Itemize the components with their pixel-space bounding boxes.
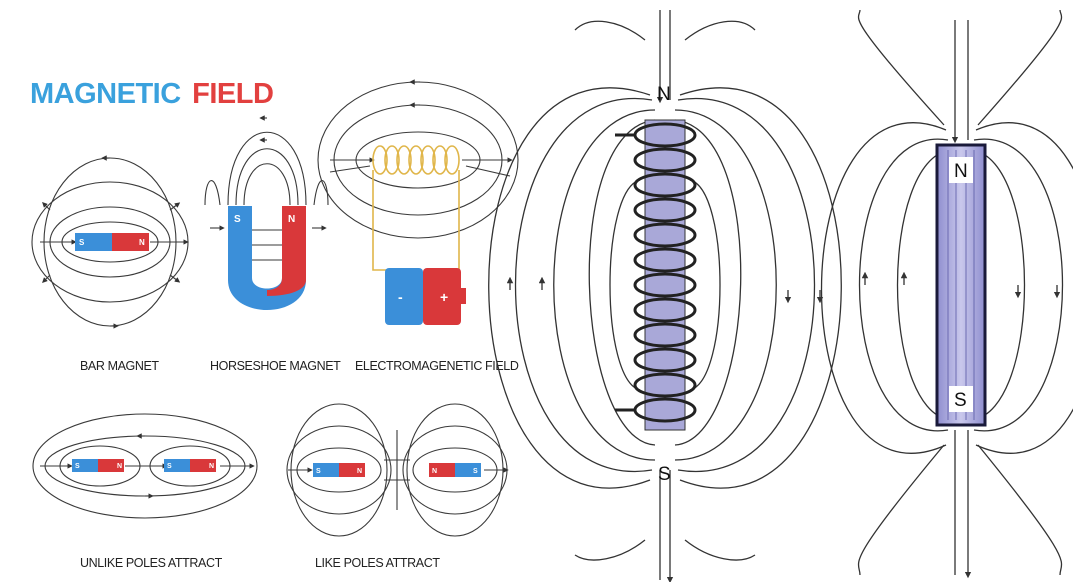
like-m2-left: N	[432, 468, 437, 475]
horseshoe-caption: HORSESHOE MAGNET	[210, 359, 341, 373]
bar-magnet-caption: BAR MAGNET	[80, 359, 159, 373]
unlike-poles-field-lines	[33, 414, 257, 518]
battery-negative	[385, 268, 423, 325]
vertical-bar-south-label: S	[954, 390, 967, 411]
battery-minus-sign: -	[398, 289, 403, 305]
unlike-m2-left: S	[167, 463, 172, 470]
battery-plus-sign: +	[440, 289, 448, 305]
like-m2-right: S	[473, 468, 478, 475]
diagram-title: MAGNETIC FIELD	[30, 78, 273, 110]
horseshoe-magnet-panel: S N HORSESHOE MAGNET	[205, 118, 341, 373]
like-m1-right: N	[357, 468, 362, 475]
horseshoe-red-half	[267, 206, 306, 296]
solenoid-south-label: S	[658, 464, 671, 485]
solenoid-north-label: N	[657, 84, 671, 105]
electromagnet-coil	[373, 146, 459, 270]
bar-magnet-panel: S N BAR MAGNET	[32, 158, 188, 373]
unlike-poles-caption: UNLIKE POLES ATTRACT	[80, 556, 223, 570]
title-part2: FIELD	[192, 78, 273, 110]
solenoid-panel: N S	[489, 10, 842, 580]
bar-magnet-right-pole: N	[139, 238, 145, 247]
electromagnetic-panel: - + ELECTROMAGENETIC FIELD	[318, 82, 519, 373]
title-part1: MAGNETIC	[30, 78, 181, 110]
electromagnetic-caption: ELECTROMAGENETIC FIELD	[355, 359, 519, 373]
like-m1-left: S	[316, 468, 321, 475]
electromagnet-field-lines	[318, 82, 518, 238]
unlike-m1-right: N	[117, 463, 122, 470]
vertical-bar-panel: N S	[822, 10, 1073, 575]
horseshoe-left-pole: S	[234, 214, 241, 225]
unlike-poles-panel: S N S N UNLIKE POLES ATTRACT	[33, 414, 257, 570]
unlike-m1-left: S	[75, 463, 80, 470]
horseshoe-field-lines	[205, 118, 328, 260]
unlike-m2-right: N	[209, 463, 214, 470]
battery-terminal	[461, 288, 466, 304]
vertical-bar-north-label: N	[954, 161, 968, 182]
like-poles-caption: LIKE POLES ATTRACT	[315, 556, 440, 570]
like-poles-panel: S N N S LIKE POLES ATTRACT	[287, 404, 507, 570]
bar-magnet-left-pole: S	[79, 238, 85, 247]
horseshoe-right-pole: N	[288, 214, 295, 225]
vertical-bar-magnet	[937, 145, 985, 425]
